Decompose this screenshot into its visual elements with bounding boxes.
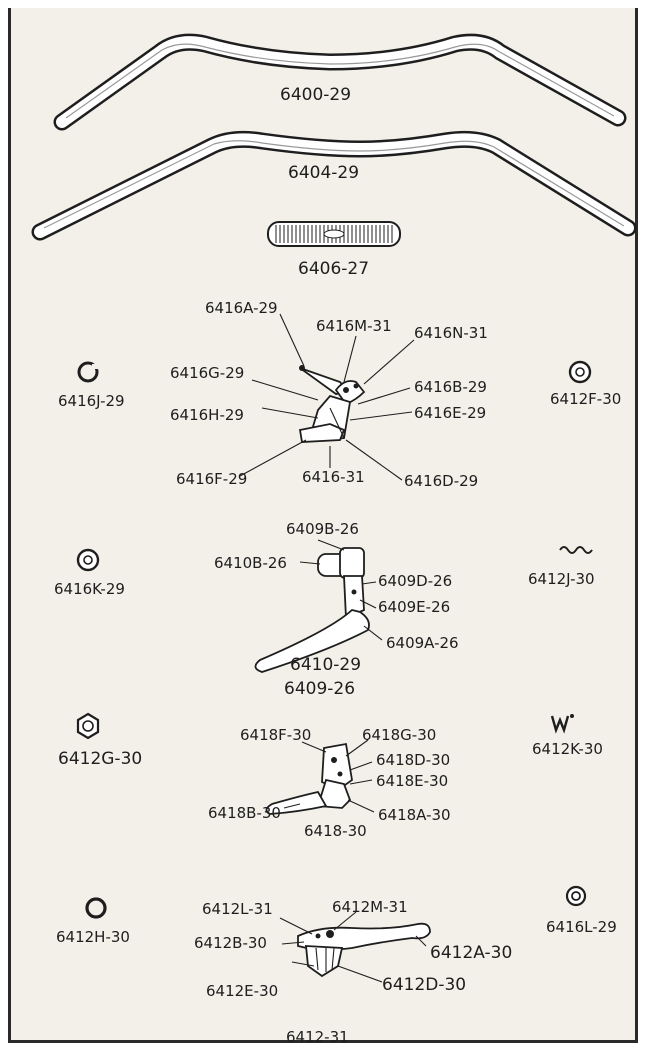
ring-6412H xyxy=(85,897,107,919)
label-6412H-30: 6412H-30 xyxy=(56,928,130,946)
label-6409E-26: 6409E-26 xyxy=(378,598,450,616)
label-6416N-31: 6416N-31 xyxy=(414,324,488,342)
washer-6412F xyxy=(568,360,592,384)
label-6412A-30: 6412A-30 xyxy=(430,943,512,963)
label-6406-27: 6406-27 xyxy=(298,259,369,279)
clip-6412K xyxy=(550,714,574,734)
label-6416L-29: 6416L-29 xyxy=(546,918,617,936)
spring-6412J xyxy=(559,546,593,554)
label-6416G-29: 6416G-29 xyxy=(170,364,244,382)
label-6409B-26: 6409B-26 xyxy=(286,520,359,538)
ring-6416J xyxy=(77,361,99,383)
washer-6416L xyxy=(565,885,587,907)
label-6410B-26: 6410B-26 xyxy=(214,554,287,572)
lever-assembly-6416 xyxy=(239,313,415,481)
label-6400-29: 6400-29 xyxy=(280,85,351,105)
label-6412G-30: 6412G-30 xyxy=(58,749,142,769)
label-6416D-29: 6416D-29 xyxy=(404,472,478,490)
label-6418D-30: 6418D-30 xyxy=(376,751,450,769)
label-6416A-29: 6416A-29 xyxy=(205,299,278,317)
lever-assembly-6409 xyxy=(254,539,383,673)
label-6412E-30: 6412E-30 xyxy=(206,982,278,1000)
label-6412-31: 6412-31 xyxy=(286,1028,349,1046)
label-6416-31: 6416-31 xyxy=(302,468,365,486)
label-6409-26: 6409-26 xyxy=(284,679,355,699)
label-6412K-30: 6412K-30 xyxy=(532,740,603,758)
label-6412M-31: 6412M-31 xyxy=(332,898,408,916)
label-6404-29: 6404-29 xyxy=(288,163,359,183)
label-6409A-26: 6409A-26 xyxy=(386,634,459,652)
lever-assembly-6412 xyxy=(279,911,431,983)
label-6416F-29: 6416F-29 xyxy=(176,470,247,488)
label-6418B-30: 6418B-30 xyxy=(208,804,281,822)
label-6412B-30: 6412B-30 xyxy=(194,934,267,952)
label-6412J-30: 6412J-30 xyxy=(528,570,595,588)
label-6409D-26: 6409D-26 xyxy=(378,572,452,590)
grip-6406 xyxy=(267,221,401,247)
label-6412L-31: 6412L-31 xyxy=(202,900,273,918)
washer-6416K xyxy=(76,548,100,572)
lever-assembly-6418 xyxy=(265,739,375,815)
label-6416E-29: 6416E-29 xyxy=(414,404,486,422)
label-6410-29: 6410-29 xyxy=(290,655,361,675)
label-6412F-30: 6412F-30 xyxy=(550,390,621,408)
nut-6412G xyxy=(76,712,100,740)
label-6416M-31: 6416M-31 xyxy=(316,317,392,335)
handlebar-6400 xyxy=(53,33,627,131)
label-6418F-30: 6418F-30 xyxy=(240,726,311,744)
label-6418-30: 6418-30 xyxy=(304,822,367,840)
label-6418G-30: 6418G-30 xyxy=(362,726,436,744)
label-6416J-29: 6416J-29 xyxy=(58,392,125,410)
label-6412D-30: 6412D-30 xyxy=(382,975,466,995)
parts-sheet xyxy=(8,8,638,1043)
handlebar-6404 xyxy=(31,130,637,241)
label-6418A-30: 6418A-30 xyxy=(378,806,451,824)
label-6416H-29: 6416H-29 xyxy=(170,406,244,424)
label-6418E-30: 6418E-30 xyxy=(376,772,448,790)
label-6416B-29: 6416B-29 xyxy=(414,378,487,396)
label-6416K-29: 6416K-29 xyxy=(54,580,125,598)
